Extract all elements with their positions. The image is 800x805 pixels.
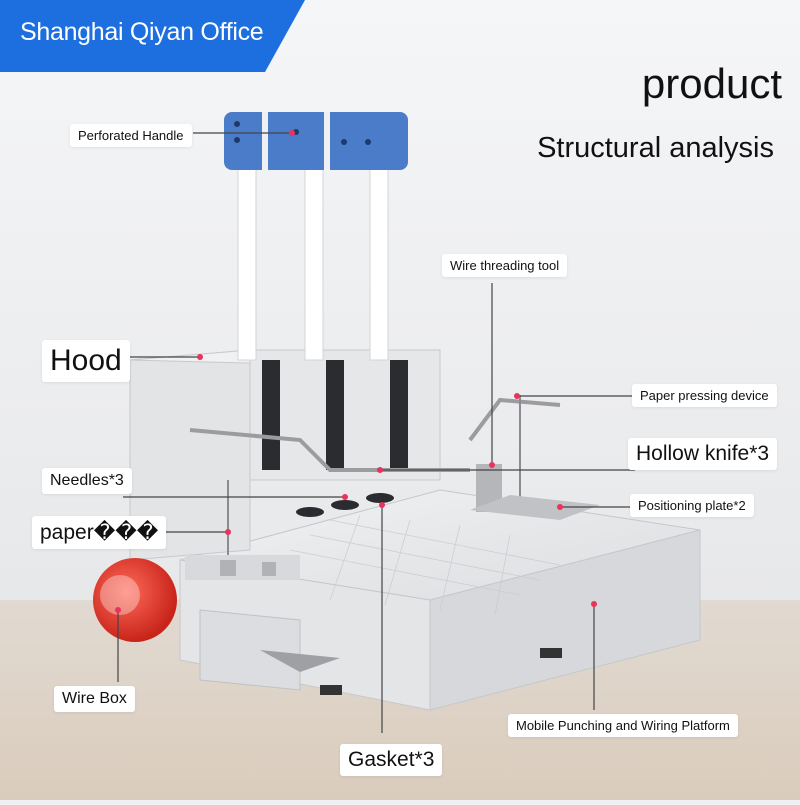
callout-hollow-knife: Hollow knife*3 (628, 438, 778, 470)
heading-structural-analysis: Structural analysis (537, 132, 774, 164)
callout-needles: Needles*3 (42, 468, 132, 494)
callout-mobile-platform: Mobile Punching and Wiring Platform (508, 714, 738, 737)
callout-wire-box: Wire Box (54, 686, 135, 712)
heading-product: product (641, 60, 782, 107)
callout-paper-pressing-device: Paper pressing device (632, 384, 777, 407)
callout-positioning-plate: Positioning plate*2 (630, 494, 754, 517)
brand-banner: Shanghai Qiyan Office (20, 18, 264, 46)
callout-perforated-handle: Perforated Handle (70, 124, 192, 147)
callout-wire-threading-tool: Wire threading tool (442, 254, 568, 277)
callout-gasket: Gasket*3 (340, 744, 443, 776)
callout-paper: paper��� (32, 516, 167, 549)
callout-hood: Hood (42, 340, 130, 382)
